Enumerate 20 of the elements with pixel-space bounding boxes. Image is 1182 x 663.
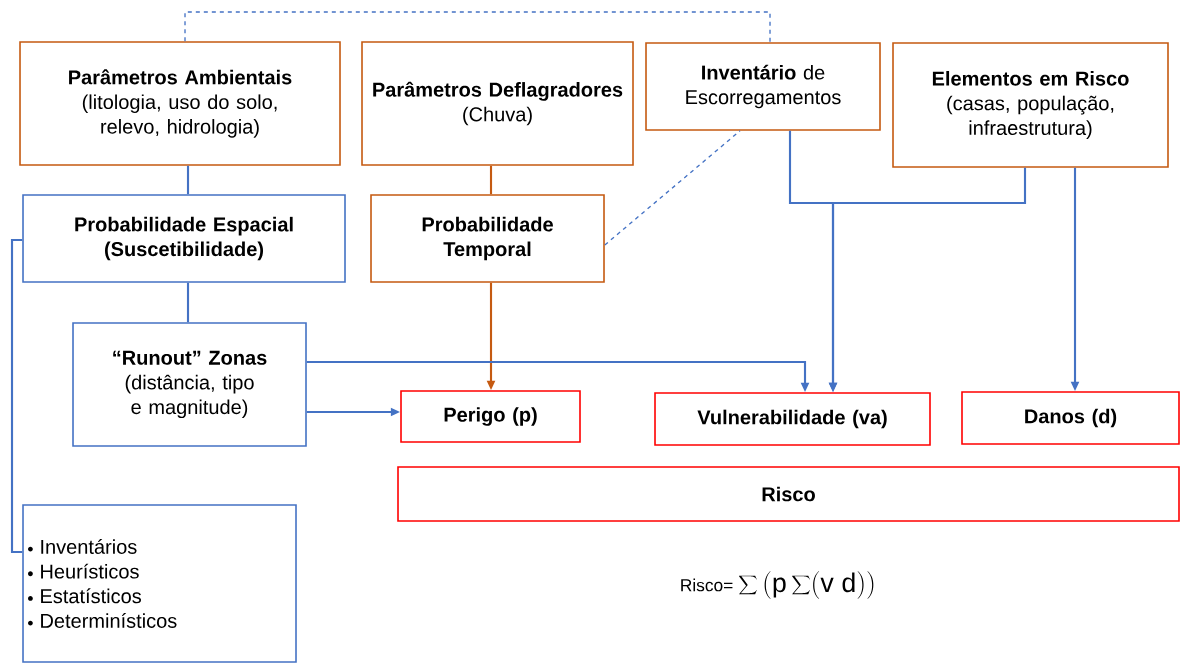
process-box: Inventário de Escorregamentos bbox=[645, 42, 881, 131]
process-box: “Runout” Zonas (distância, tipo e magnitude) bbox=[72, 322, 307, 447]
process-box: Danos (d) bbox=[961, 391, 1180, 445]
connector-line bbox=[489, 165, 493, 195]
connector-line bbox=[186, 165, 190, 195]
process-box: Probabilidade Espacial (Suscetibilidade) bbox=[22, 194, 346, 283]
connector-line bbox=[10, 238, 23, 554]
process-box: Perigo (p) bbox=[400, 390, 581, 443]
dashed-line bbox=[184, 11, 771, 43]
formula-label: Risco= bbox=[681, 578, 733, 592]
process-box: Probabilidade Temporal bbox=[370, 194, 605, 283]
process-box: Parâmetros Ambientais (litologia, uso do solo, relevo, hidrologia) bbox=[19, 41, 341, 166]
method-list-box: Inventários Heurísticos Estatísticos Determinísticos bbox=[22, 504, 297, 663]
connector-line bbox=[186, 282, 190, 323]
process-box: Parâmetros Deflagradores (Chuva) bbox=[361, 41, 634, 166]
dashed-line bbox=[604, 130, 741, 246]
process-box: Vulnerabilidade (va) bbox=[654, 392, 931, 446]
process-box: Elementos em Risco (casas, população, infraestrutura) bbox=[892, 42, 1169, 168]
process-box: Risco bbox=[397, 466, 1180, 522]
risk-formula: $\displaystyle\sum\left(\mathrm{p}\sum(\mathrm{v}\;\mathrm{d})\right)$ bbox=[739, 571, 874, 599]
